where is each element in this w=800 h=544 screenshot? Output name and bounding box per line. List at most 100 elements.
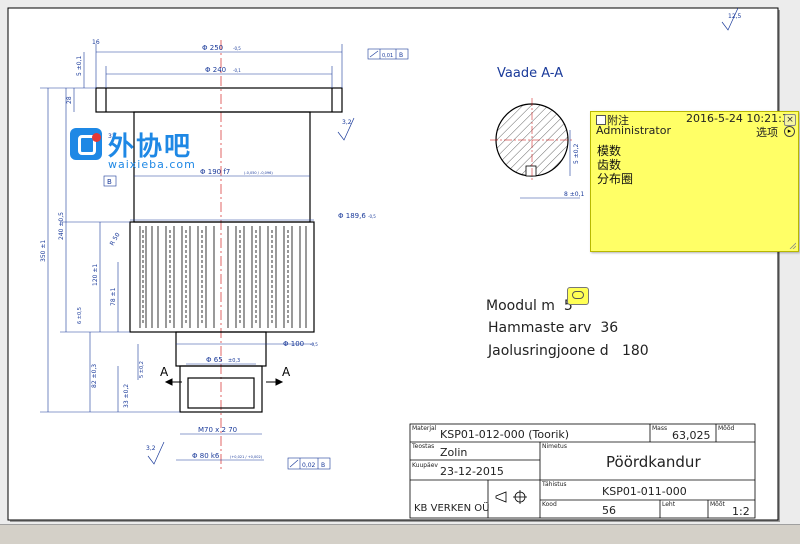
close-icon[interactable]: × xyxy=(784,114,796,126)
options-arrow-icon[interactable]: ▸ xyxy=(784,126,795,137)
spec-module-value: 5 xyxy=(563,298,573,314)
note-type: 附注 xyxy=(607,114,629,127)
tol-top-datum: B xyxy=(399,52,403,59)
tb-date-value: 23-12-2015 xyxy=(440,465,504,478)
section-mark-right: A xyxy=(282,365,291,379)
tb-company-value: KB VERKEN OÜ xyxy=(414,503,490,514)
spec-pitch-value: 180 xyxy=(621,343,649,359)
tb-name-value: Pöördkandur xyxy=(606,453,701,471)
tb-scale-label: Mõõd xyxy=(718,425,735,432)
section-view-title: Vaade A-A xyxy=(497,66,563,81)
note-line: 分布圈 xyxy=(597,172,634,186)
tb-designer-value: Zolin xyxy=(440,446,468,459)
dim-r50: R 50 xyxy=(109,231,122,247)
annotation-note[interactable]: 附注 2016-5-24 10:21:32 × Administrator 选项… xyxy=(590,111,799,252)
tb-code-label: Kood xyxy=(542,501,557,508)
dim-phi240: Φ 240 xyxy=(205,66,226,74)
dim-phi65: Φ 65 xyxy=(206,356,223,364)
spec-pitch-label: Jaolusringjoone d xyxy=(488,343,609,359)
comment-icon[interactable] xyxy=(567,287,589,305)
spec-teeth: Hammaste arv 36 xyxy=(488,320,618,336)
note-body[interactable]: 模数 齿数 分布圈 xyxy=(597,144,633,186)
dim-32: 32 xyxy=(108,133,116,140)
dim-82: 82 ±0,3 xyxy=(91,364,98,388)
dimension-texts: Φ 250 -0,5 Φ 240 -0,1 Φ 190 f7 (-0,050 /… xyxy=(40,39,376,460)
tolerance-frame-top: 0,01 B xyxy=(367,48,409,60)
dim-5: 5 ±0,1 xyxy=(76,56,83,76)
dim-m70: M70 x 2 70 xyxy=(198,426,237,434)
tb-sheet-label: Leht xyxy=(662,501,676,508)
dim-120: 120 ±1 xyxy=(92,264,99,286)
note-author: Administrator xyxy=(596,124,671,137)
resize-grip-icon[interactable] xyxy=(788,241,796,249)
finish-bottom: 3,2 xyxy=(146,445,156,452)
tb-scale-value-label: Mõõt xyxy=(710,501,725,508)
dim-phi100-tol: -0,5 xyxy=(310,342,318,347)
tb-designer-label: Teostas xyxy=(412,443,435,450)
dim-5b: 5 ±0,2 xyxy=(139,361,145,378)
dim-16: 16 xyxy=(92,39,100,46)
tb-date-label: Kuupäev xyxy=(412,462,438,469)
dimension-lines xyxy=(40,44,343,461)
sec-dim-5: 5 ±0,2 xyxy=(573,144,580,164)
dim-phi189-tol: -0,5 xyxy=(368,214,376,219)
sec-dim-8: 8 ±0,1 xyxy=(564,191,584,198)
dim-350: 350 ±1 xyxy=(40,240,47,262)
tb-material-label: Materjal xyxy=(412,425,437,432)
tb-material-value: KSP01-012-000 (Toorik) xyxy=(440,428,570,441)
dim-phi250: Φ 250 xyxy=(202,44,223,52)
watermark-logo: 外协吧 waixieba.com xyxy=(70,128,220,172)
dim-33: 33 ±0,2 xyxy=(123,384,130,408)
tol-bottom-datum: B xyxy=(321,462,325,469)
tb-mass-label: Mass xyxy=(652,425,668,432)
dim-28: 28 xyxy=(66,96,73,104)
section-view: 5 ±0,2 8 ±0,1 xyxy=(490,98,584,199)
tb-scale-value: 1:2 xyxy=(732,505,750,518)
dim-phi65-tol: ±0,3 xyxy=(228,358,240,364)
dim-phi190-tol: (-0,050 / -0,096) xyxy=(244,171,273,175)
title-block-lines xyxy=(409,423,756,519)
dim-phi80: Φ 80 k6 xyxy=(192,452,220,460)
dim-phi190: Φ 190 f7 xyxy=(200,168,230,176)
dim-phi240-tol: -0,1 xyxy=(233,68,241,73)
logo-name: 外协吧 xyxy=(108,132,193,162)
section-mark-left: A xyxy=(160,365,169,379)
tb-name-label: Nimetus xyxy=(542,443,567,450)
datum-box: B xyxy=(103,175,117,187)
logo-url: waixieba.com xyxy=(108,158,196,171)
spec-module: Moodul m 5 xyxy=(486,298,573,314)
gear-teeth xyxy=(139,226,307,328)
surface-finish-symbols xyxy=(147,7,739,465)
logo-dot-icon xyxy=(92,133,101,142)
spec-teeth-label: Hammaste arv xyxy=(488,320,592,336)
finish-top: 12,5 xyxy=(728,13,742,20)
note-header[interactable]: 附注 2016-5-24 10:21:32 × Administrator 选项… xyxy=(591,112,798,139)
dim-phi189: Φ 189,6 xyxy=(338,212,366,220)
section-markers xyxy=(164,378,284,386)
finish-side: 3,2 xyxy=(342,119,352,126)
tb-code-value: 56 xyxy=(602,504,616,517)
note-line: 齿数 xyxy=(597,158,622,172)
dim-6b: 6 ±0,5 xyxy=(77,307,83,324)
dim-phi100: Φ 100 xyxy=(283,340,304,348)
tb-mass-value: 63,025 xyxy=(672,429,711,442)
dim-240: 240 ±0,5 xyxy=(58,212,65,240)
spec-pitch: Jaolusringjoone d 180 xyxy=(488,343,649,359)
status-bar xyxy=(0,524,800,544)
title-block-symbol xyxy=(495,490,527,504)
tol-bottom-value: 0,02 xyxy=(302,462,316,469)
datum-box-label: B xyxy=(107,178,112,186)
note-line: 模数 xyxy=(597,144,622,158)
spec-module-label: Moodul m xyxy=(486,298,555,314)
note-date: 2016-5-24 10:21:32 xyxy=(686,112,796,125)
dim-78: 78 ±1 xyxy=(110,287,117,306)
tb-drawing-no-value: KSP01-011-000 xyxy=(602,485,687,498)
sheet-border xyxy=(7,7,779,521)
note-checkbox[interactable] xyxy=(596,115,606,125)
note-options-button[interactable]: 选项 xyxy=(756,126,778,139)
spec-teeth-value: 36 xyxy=(600,320,619,336)
dim-phi250-tol: -0,5 xyxy=(233,46,241,51)
tolerance-frame-bottom: 0,02 B xyxy=(287,457,331,470)
